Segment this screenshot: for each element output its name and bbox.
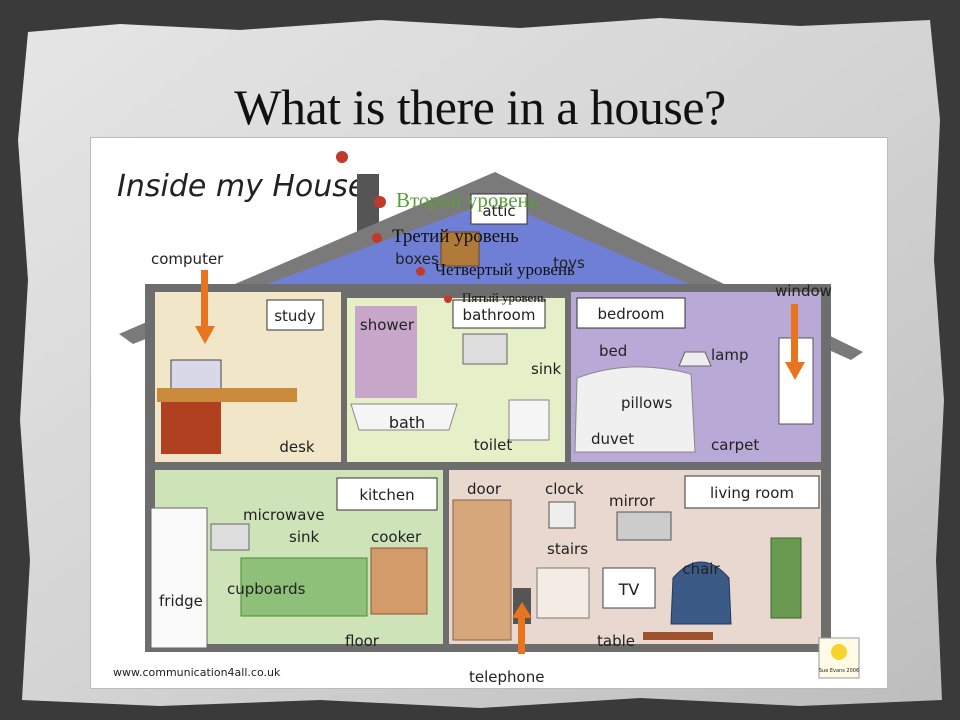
telephone-label: telephone <box>469 668 544 686</box>
bathroom-sign <box>452 299 546 329</box>
desk-top <box>157 388 297 402</box>
carpet-label: carpet <box>711 436 759 454</box>
toys-label: toys <box>553 254 585 272</box>
toilet <box>508 399 550 441</box>
computer-arrow-head <box>195 326 215 344</box>
side-door <box>770 537 802 619</box>
cupboards-label: cupboards <box>227 580 306 598</box>
slide-title: What is there in a house? <box>234 79 726 135</box>
badge-text: Sue Evans 2006 <box>819 668 859 674</box>
picture-heading: Inside my House <box>117 169 366 204</box>
kitchen-sink-label: sink <box>289 528 319 546</box>
door-label: door <box>467 480 502 498</box>
toilet-label: toilet <box>474 436 513 454</box>
attic-sign <box>470 193 528 225</box>
shower-label: shower <box>360 316 415 334</box>
desk-label: desk <box>279 438 315 456</box>
study-sign <box>266 299 324 331</box>
bedroom-label: bedroom <box>597 305 664 323</box>
lamp-label: lamp <box>711 346 749 364</box>
bedroom-sign <box>576 297 686 329</box>
bathroom-sink-label: sink <box>531 360 561 378</box>
chimney <box>357 174 379 232</box>
bathroom-mirror <box>462 333 508 365</box>
boxes-label: boxes <box>395 250 439 268</box>
table <box>643 632 713 640</box>
lamp-shade <box>678 351 712 367</box>
kitchen-sign <box>336 477 438 511</box>
living-room-sign <box>684 475 820 509</box>
tv-label: TV <box>618 580 640 599</box>
house-illustration: Inside my House attic boxes toys study d… <box>113 169 863 686</box>
stairs-label: stairs <box>547 540 588 558</box>
sun-icon <box>831 644 847 660</box>
fridge-label: fridge <box>159 592 203 610</box>
shower-curtain <box>355 306 417 398</box>
attic-room <box>267 200 735 304</box>
pillows-label: pillows <box>621 394 672 412</box>
attic-label: attic <box>482 202 515 220</box>
mirror <box>616 511 672 541</box>
fridge <box>150 507 208 649</box>
cupboards <box>240 557 368 617</box>
computer-arrow <box>201 270 208 328</box>
stairs <box>536 567 590 619</box>
window-arrow <box>791 304 798 364</box>
mirror-label: mirror <box>609 492 656 510</box>
bed-label: bed <box>599 342 627 360</box>
floor-label: floor <box>345 632 380 650</box>
window-label: window <box>775 282 832 300</box>
armchair <box>670 561 732 625</box>
bathtub <box>350 403 458 431</box>
kitchen-label: kitchen <box>359 486 414 504</box>
clock-label: clock <box>545 480 584 498</box>
cooker <box>370 547 428 615</box>
microwave <box>210 523 250 551</box>
cooker-label: cooker <box>371 528 422 546</box>
bathroom-label: bathroom <box>463 306 536 324</box>
clock <box>548 501 576 529</box>
bed-duvet <box>574 366 696 453</box>
window-arrow-head <box>785 362 805 380</box>
desk-drawers <box>161 402 221 454</box>
tv-set <box>602 567 656 609</box>
microwave-label: microwave <box>243 506 325 524</box>
bath-label: bath <box>389 413 425 432</box>
boxes-crate <box>440 231 480 267</box>
footer-url: www.communication4all.co.uk <box>113 666 281 679</box>
table-label: table <box>597 632 635 650</box>
duvet-label: duvet <box>591 430 634 448</box>
living-room-label: living room <box>710 484 794 502</box>
computer-label: computer <box>151 250 224 268</box>
chair-label: chair <box>682 560 720 578</box>
front-door <box>452 499 512 641</box>
telephone-arrow-head <box>512 602 532 618</box>
study-label: study <box>274 307 316 325</box>
telephone-arrow <box>518 614 525 654</box>
house-picture: Inside my House attic boxes toys study d… <box>90 137 888 689</box>
